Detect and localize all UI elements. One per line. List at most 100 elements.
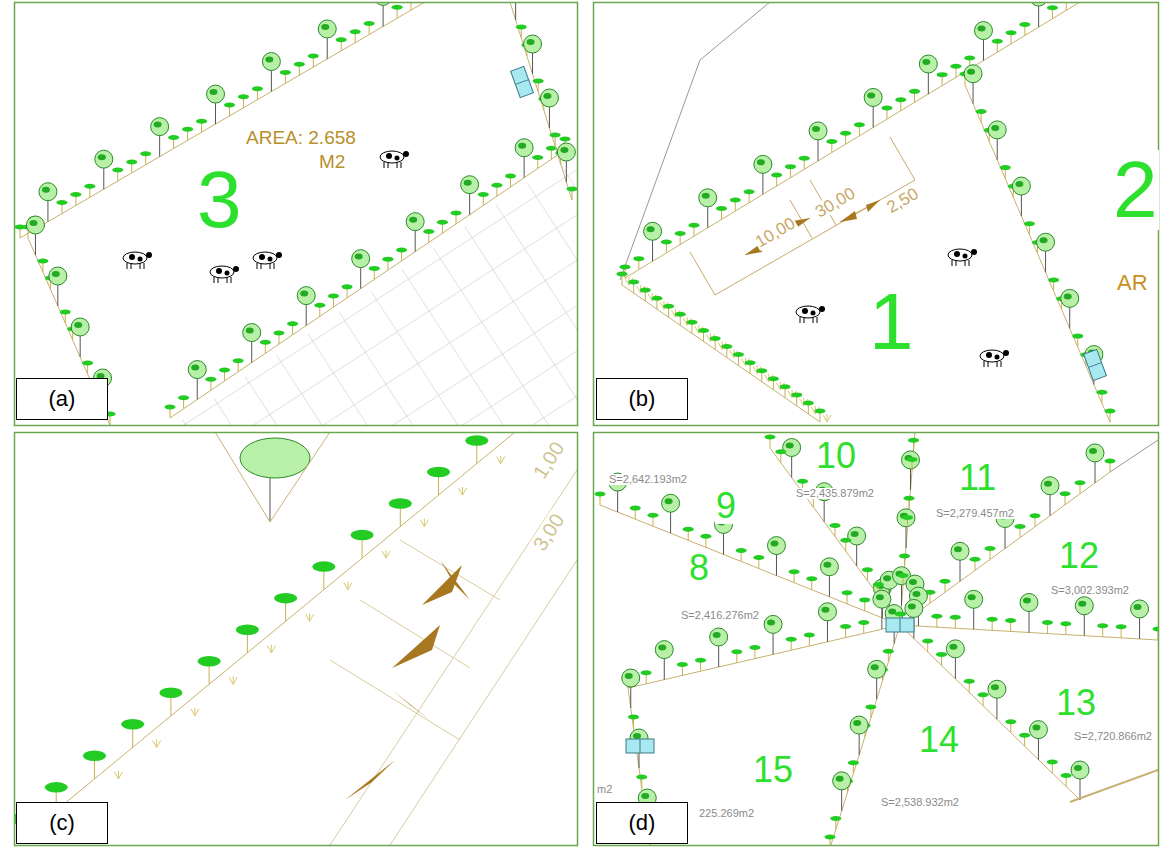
palm-crown — [895, 97, 906, 102]
boundary-line — [1070, 770, 1158, 802]
tree-crown — [318, 20, 336, 38]
tree-symbol — [907, 457, 918, 471]
large-tree — [240, 438, 310, 522]
tree-symbol — [1047, 5, 1058, 19]
tree-symbol — [516, 25, 527, 39]
tree-crown — [713, 632, 721, 638]
palm-crown — [342, 284, 353, 289]
tree-symbol — [1075, 597, 1093, 636]
tree-symbol — [273, 331, 284, 345]
tree-crown — [543, 93, 551, 99]
palm-crown — [909, 89, 920, 94]
palm-crown — [182, 127, 193, 132]
tree-crown — [912, 591, 920, 597]
tree-crown — [853, 720, 861, 726]
palm-crown — [233, 358, 244, 363]
palm-crown — [976, 109, 987, 114]
tree-crown — [1089, 448, 1097, 454]
tree-symbol — [840, 131, 851, 145]
palm-crown — [745, 360, 756, 365]
tree-symbol — [314, 303, 325, 317]
cow-spot — [954, 251, 960, 257]
palm-crown — [617, 272, 628, 277]
panel-a-drawing — [15, 0, 578, 425]
palm-crown — [830, 816, 841, 821]
cow-head — [276, 252, 282, 258]
tree-crown — [883, 575, 891, 581]
grass-symbol — [229, 676, 237, 684]
palm-crown — [336, 37, 347, 42]
tree-crown — [191, 365, 199, 371]
tree-crown — [991, 125, 999, 131]
tree-crown — [321, 24, 329, 30]
tree-symbol — [198, 656, 238, 684]
palm-crown — [859, 597, 870, 602]
tree-symbol — [988, 121, 1006, 160]
area-label: S=2,416.276m2 — [680, 610, 760, 621]
tree-symbol — [848, 760, 859, 774]
tree-crown — [265, 57, 273, 63]
cow-body — [253, 252, 277, 264]
tree-symbol — [804, 633, 815, 647]
palm-crown — [771, 173, 782, 178]
cow-spot — [802, 308, 808, 314]
cow-spot — [811, 311, 816, 316]
cow-spot — [259, 254, 265, 260]
tree-symbol — [151, 118, 169, 157]
tree-symbol — [1071, 761, 1089, 800]
palm-crown — [389, 498, 412, 509]
tree-symbol — [182, 127, 193, 141]
tree-symbol — [420, 0, 431, 2]
cow-legs — [214, 277, 231, 283]
boundary-line — [270, 432, 330, 522]
palm-crown — [314, 303, 325, 308]
tree-symbol — [970, 557, 981, 571]
palm-crown — [219, 368, 230, 373]
panel-d-drawing — [595, 393, 1163, 848]
palm-crown — [1061, 0, 1072, 2]
tree-crown — [965, 590, 983, 608]
tree-crown — [74, 322, 82, 328]
tree-symbol — [392, 5, 403, 19]
palm-crown — [937, 72, 948, 77]
palm-crown — [964, 55, 975, 60]
pump-body — [626, 739, 654, 753]
pump-body — [1084, 349, 1107, 380]
palm-crown — [647, 513, 658, 518]
palm-crown — [858, 620, 869, 625]
boundary-line — [18, 432, 515, 842]
palm-crown — [630, 506, 641, 511]
tree-crown — [560, 147, 568, 153]
palm-crown — [533, 79, 544, 84]
palm-crown — [1047, 5, 1058, 10]
palm-crown — [280, 70, 291, 75]
tree-symbol — [1097, 623, 1108, 637]
cow-head — [403, 151, 409, 157]
cow-spot — [995, 355, 1000, 360]
tree-symbol — [83, 751, 123, 779]
grass-symbol — [114, 771, 122, 779]
palm-crown — [1006, 30, 1017, 35]
tree-crown — [951, 542, 969, 560]
tree-crown — [757, 159, 765, 165]
tree-symbol — [730, 198, 741, 212]
tree-symbol — [622, 669, 640, 708]
tree-symbol — [224, 102, 235, 116]
palm-crown — [273, 331, 284, 336]
tree-symbol — [550, 133, 561, 147]
tree-symbol — [557, 143, 575, 182]
palm-crown — [364, 21, 375, 26]
tree-crown — [297, 287, 315, 305]
grass-symbol — [153, 739, 161, 747]
palm-crown — [840, 131, 851, 136]
tree-crown — [527, 39, 535, 45]
tree-crown — [770, 541, 778, 547]
panel-frames — [15, 3, 1159, 846]
tree-symbol — [84, 184, 95, 198]
palm-crown — [45, 782, 68, 793]
grass-symbol — [191, 708, 199, 716]
tree-crown — [154, 122, 162, 128]
tree-crown — [946, 640, 964, 658]
field-number: 2 — [1112, 150, 1159, 230]
tree-crown — [622, 669, 640, 687]
